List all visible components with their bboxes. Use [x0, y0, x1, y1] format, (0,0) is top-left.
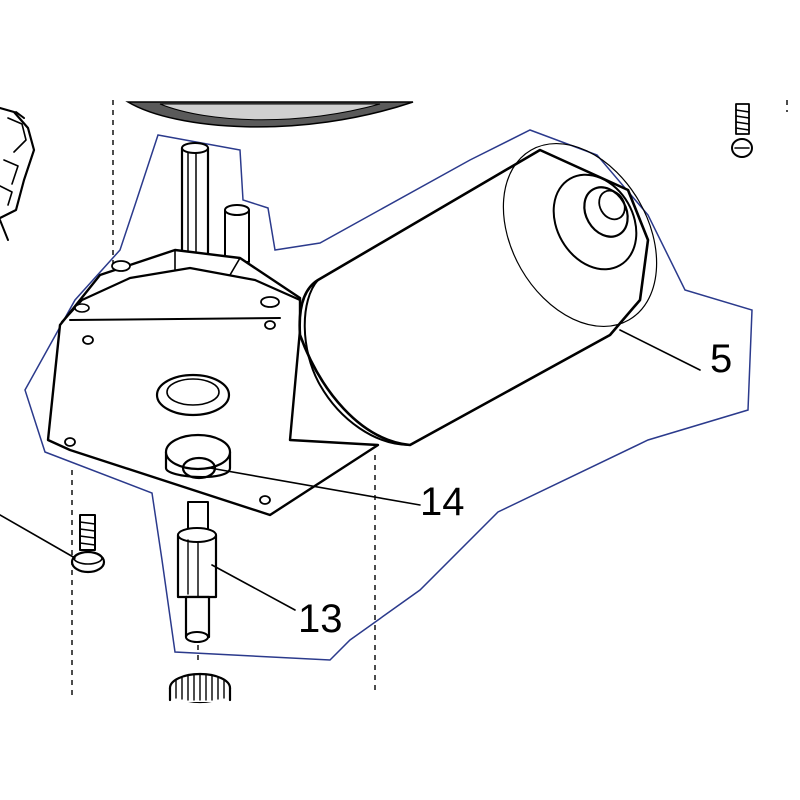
gearbox-housing-icon [46, 248, 380, 517]
screw-icon [731, 103, 753, 158]
leader-lines [0, 329, 701, 611]
callout-14: 14 [420, 480, 465, 524]
spindle-icon [176, 501, 218, 643]
callout-13: 13 [298, 597, 343, 641]
motor-can-icon [298, 142, 658, 447]
screw-icon [70, 514, 106, 574]
connector-icon [0, 106, 36, 241]
gear-icon [168, 672, 232, 704]
callout-5: 5 [710, 337, 732, 381]
assembly-boundary-outline [24, 129, 753, 661]
bushing-icon [164, 433, 232, 480]
drive-shaft-icon [180, 142, 250, 263]
upper-disc-highlight [159, 103, 381, 121]
